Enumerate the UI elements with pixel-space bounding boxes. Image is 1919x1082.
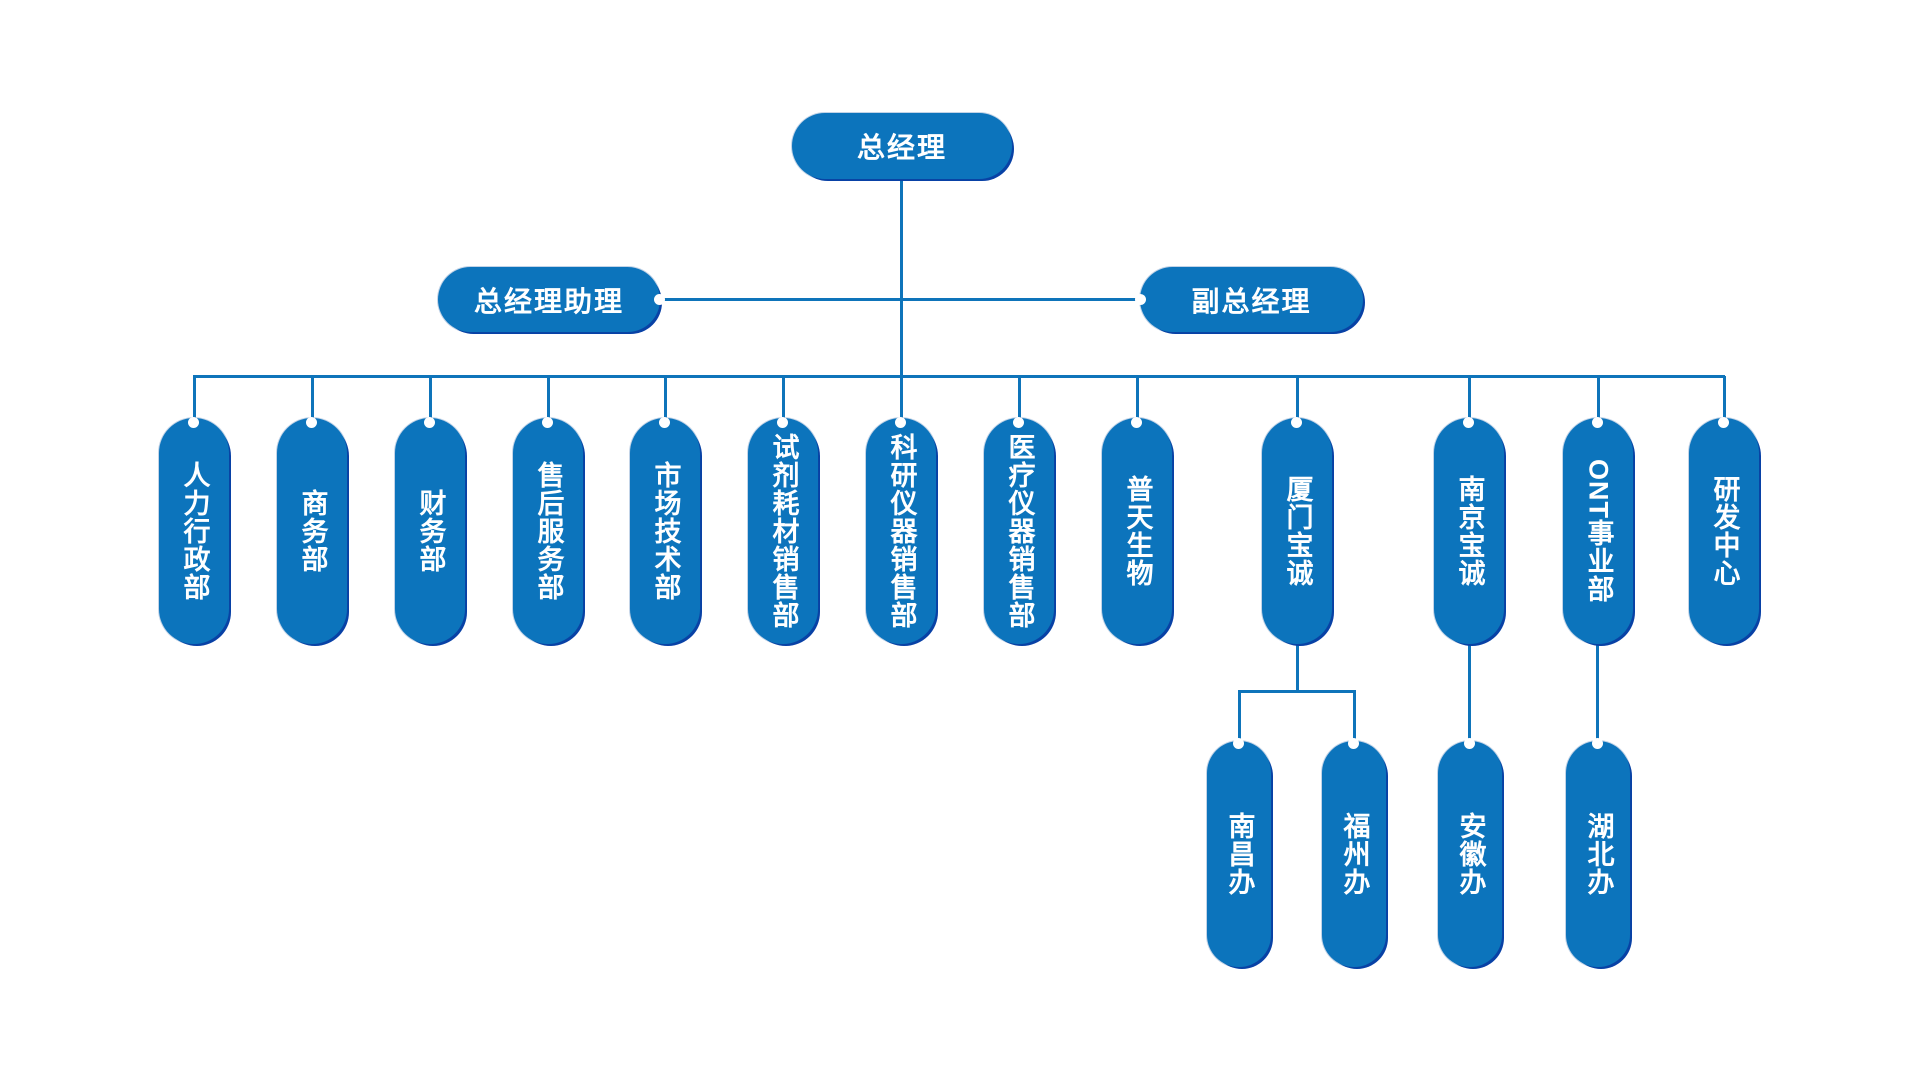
connector-drop-line [547,376,550,422]
connector-drop-line [1136,376,1139,422]
node-putian-bio: 普天生物 [1102,418,1172,644]
connector-drop-line [1468,376,1471,422]
node-label: 副总经理 [1191,285,1312,317]
node-deputy-gm: 副总经理 [1140,267,1363,332]
node-dept-research-instrument-sales: 科研仪器销售部 [866,418,936,644]
node-dept-hr-admin: 人力行政部 [159,418,229,644]
connector-drop-line [193,376,196,422]
connector-dot [1592,738,1603,749]
node-dept-aftersales-service: 售后服务部 [513,418,583,644]
node-label: 南昌办 [1224,812,1255,896]
connector-nanjing-stem [1468,644,1471,743]
node-xiamen-baocheng: 厦门宝诚 [1262,418,1332,644]
node-label: 商务部 [297,489,328,573]
node-ont-division: ONT事业部 [1563,418,1633,644]
node-office-anhui: 安徽办 [1438,741,1502,967]
node-office-hubei: 湖北办 [1566,741,1630,967]
node-label: 财务部 [415,489,446,573]
node-label: 售后服务部 [533,461,564,601]
node-general-manager: 总经理 [792,113,1012,179]
node-label: ONT事业部 [1583,459,1614,603]
connector-dot [1135,294,1146,305]
connector-nanchang-drop [1238,690,1241,743]
connector-drop-line [1723,376,1726,422]
connector-dot [1464,738,1475,749]
connector-dot [1348,738,1359,749]
node-label: 厦门宝诚 [1282,475,1313,587]
connector-drop-line [429,376,432,422]
connector-dot [1718,417,1729,428]
connector-drop-line [1597,376,1600,422]
node-label: 普天生物 [1122,475,1153,587]
connector-xiamen-stem [1296,643,1299,693]
connector-fuzhou-drop [1353,690,1356,743]
connector-drop-line [664,376,667,422]
connector-staff-line [660,298,1141,301]
connector-xiamen-branch-bar [1238,690,1356,693]
node-label: 科研仪器销售部 [886,433,917,629]
connector-trunk [900,178,903,377]
connector-dot [895,417,906,428]
connector-dot [1013,417,1024,428]
node-label: 湖北办 [1583,812,1614,896]
node-dept-medical-instrument-sales: 医疗仪器销售部 [984,418,1054,644]
connector-ont-stem [1596,644,1599,743]
connector-drop-line [782,376,785,422]
node-rd-center: 研发中心 [1689,418,1759,644]
connector-dot [424,417,435,428]
connector-dot [1592,417,1603,428]
node-label: 试剂耗材销售部 [768,433,799,629]
connector-dot [1291,417,1302,428]
node-label: 福州办 [1339,812,1370,896]
node-office-fuzhou: 福州办 [1322,741,1386,967]
node-label: 南京宝诚 [1454,475,1485,587]
node-gm-assistant: 总经理助理 [438,267,660,332]
connector-dot [1233,738,1244,749]
node-label: 人力行政部 [179,461,210,601]
connector-drop-line [900,376,903,422]
node-office-nanchang: 南昌办 [1207,741,1271,967]
node-label: 总经理助理 [473,285,624,317]
node-dept-reagent-consumables-sales: 试剂耗材销售部 [748,418,818,644]
node-dept-finance: 财务部 [395,418,465,644]
connector-drop-line [1018,376,1021,422]
connector-dot [777,417,788,428]
node-label: 总经理 [856,132,947,163]
connector-dot [654,294,665,305]
node-label: 安徽办 [1455,812,1486,896]
connector-dot [1463,417,1474,428]
connector-drop-line [311,376,314,422]
node-label: 医疗仪器销售部 [1004,433,1035,629]
node-label: 市场技术部 [650,461,681,601]
connector-bus-line [193,375,1725,378]
connector-dot [188,417,199,428]
node-label: 研发中心 [1709,475,1740,587]
connector-dot [542,417,553,428]
connector-dot [306,417,317,428]
node-dept-market-tech: 市场技术部 [630,418,700,644]
connector-dot [1131,417,1142,428]
node-dept-commerce: 商务部 [277,418,347,644]
node-nanjing-baocheng: 南京宝诚 [1434,418,1504,644]
connector-drop-line [1296,376,1299,422]
connector-dot [659,417,670,428]
